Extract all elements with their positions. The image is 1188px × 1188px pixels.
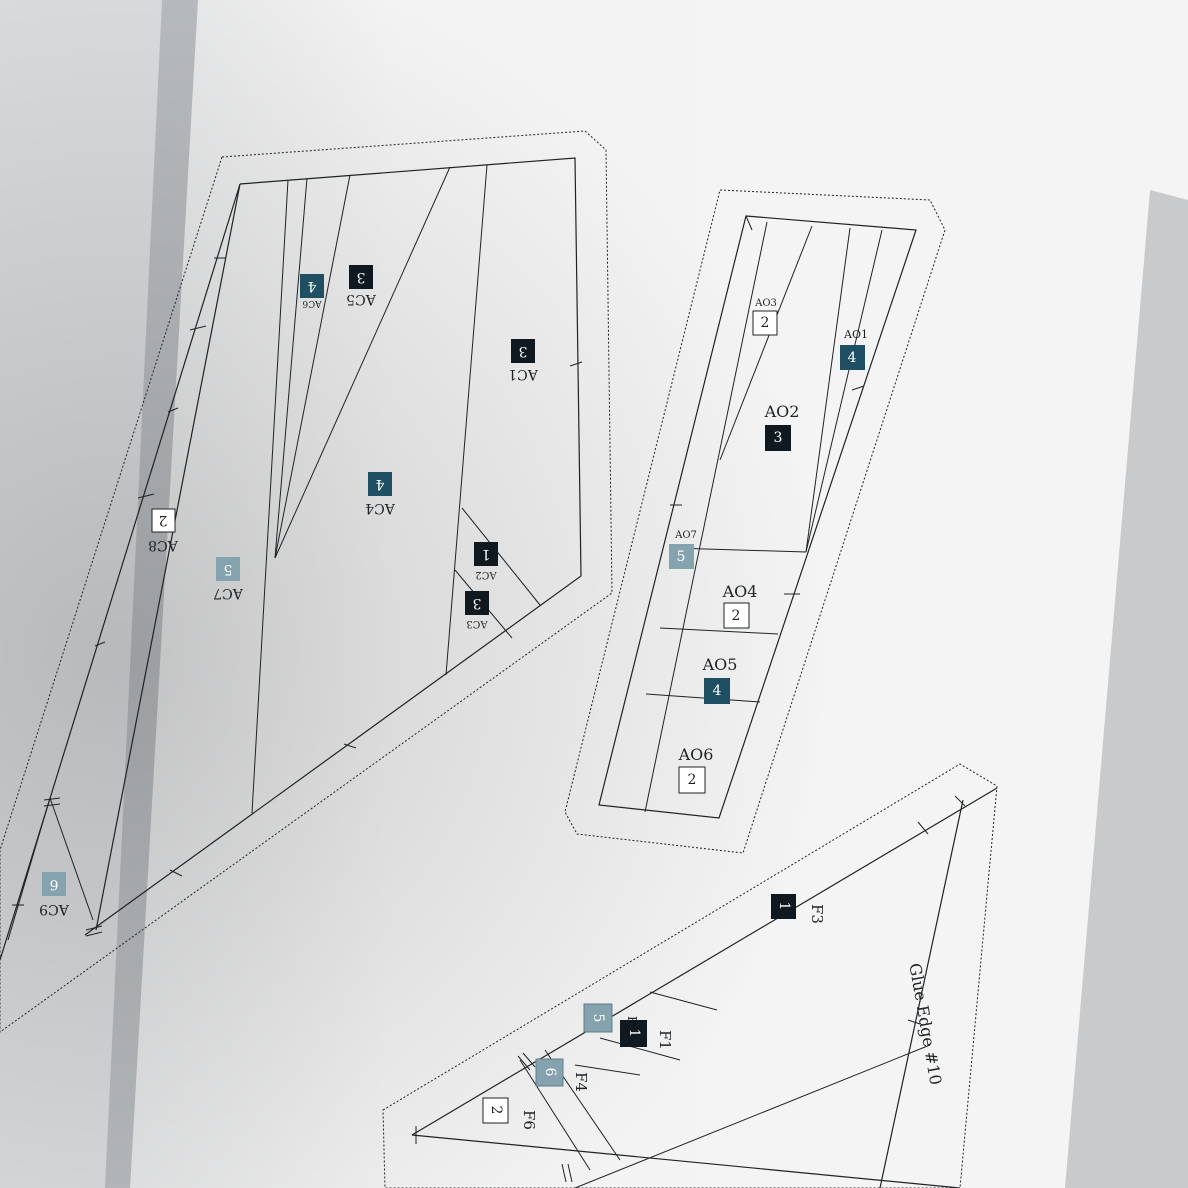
piece-ac3-number: 3 [473,595,482,611]
piece-ac9-number: 6 [49,876,58,892]
piece-ao4-number: 2 [732,608,741,624]
piece-ao4-label: AO4 [722,582,758,601]
piece-ac1: 3 AC1 [508,339,539,382]
piece-f1-label: F1 [656,1030,674,1050]
piece-ao6-label: AO6 [678,745,714,764]
piece-ac5: 3 AC5 [346,265,377,307]
piece-ac2-number: 1 [482,546,491,562]
piece-ao7: AO7 5 [669,530,697,569]
piece-ao1-number: 4 [848,350,857,366]
piece-ao2-number: 3 [774,430,783,446]
piece-ac1-number: 3 [519,343,528,359]
piece-f4-label: F4 [572,1072,590,1092]
piece-ac4: 4 AC4 [365,472,396,516]
template-ao [564,189,946,854]
piece-f4: 6 F4 [535,1058,590,1092]
piece-ac4-number: 4 [375,476,384,492]
piece-ac8: 2 AC8 [148,508,179,553]
piece-ao3-number: 2 [761,315,770,331]
piece-f3-label: F3 [808,904,826,924]
piece-f6-label: F6 [520,1110,538,1130]
piece-ac5-number: 3 [357,269,366,285]
piece-ao5-number: 4 [713,683,722,699]
piece-ac9: 6 AC9 [39,872,70,917]
piece-ao6: AO6 2 [678,745,714,794]
piece-ac3-label: AC3 [466,618,488,629]
piece-ac6: 4 AC6 [300,274,324,308]
piece-ao7-label: AO7 [674,530,697,541]
piece-ac1-label: AC1 [508,366,539,382]
piece-ao4: AO4 2 [722,582,758,629]
piece-ac8-label: AC8 [148,537,179,553]
piece-ao5-label: AO5 [702,655,738,674]
piece-ac6-label: AC6 [302,298,322,308]
piece-ac9-label: AC9 [39,901,70,917]
piece-ao3-label: AO3 [754,298,777,309]
template-ac-outline [84,157,582,936]
template-f-seam-allowance [382,763,998,1188]
piece-f3: 1 F3 [771,894,826,924]
piece-ac8-number: 2 [159,512,168,528]
piece-ac2-label: AC2 [475,569,497,580]
piece-ac7-number: 5 [224,561,233,577]
piece-f6-number: 2 [488,1106,504,1115]
piece-ac2: 1 AC2 [474,542,498,580]
piece-ao3: AO3 2 [752,298,778,336]
piece-ac4-label: AC4 [365,500,396,516]
piece-ac6-number: 4 [307,278,316,294]
piece-ac3: 3 AC3 [465,591,489,629]
piece-ao1: AO1 4 [840,328,868,370]
piece-ao2-label: AO2 [764,402,800,421]
template-ao-outline [598,215,917,819]
piece-ao7-number: 5 [677,549,686,565]
piece-ac5-label: AC5 [346,291,377,307]
piece-ac7: 5 AC7 [213,557,244,601]
piece-ao5: AO5 4 [702,655,738,704]
piece-ao2: AO2 3 [764,402,800,451]
piece-ao6-number: 2 [688,772,697,788]
template-f [382,763,998,1188]
piece-f4-number: 6 [542,1068,558,1077]
template-ac [0,130,613,1033]
piece-ac7-label: AC7 [213,585,244,601]
piece-ao1-label: AO1 [843,328,868,341]
piece-f5-number: 5 [590,1014,606,1023]
piece-f6: 2 F6 [482,1097,538,1130]
piece-f3-number: 1 [776,902,792,911]
piece-f1-number: 1 [626,1029,642,1038]
piece-f1: 1 F1 [620,1020,674,1050]
